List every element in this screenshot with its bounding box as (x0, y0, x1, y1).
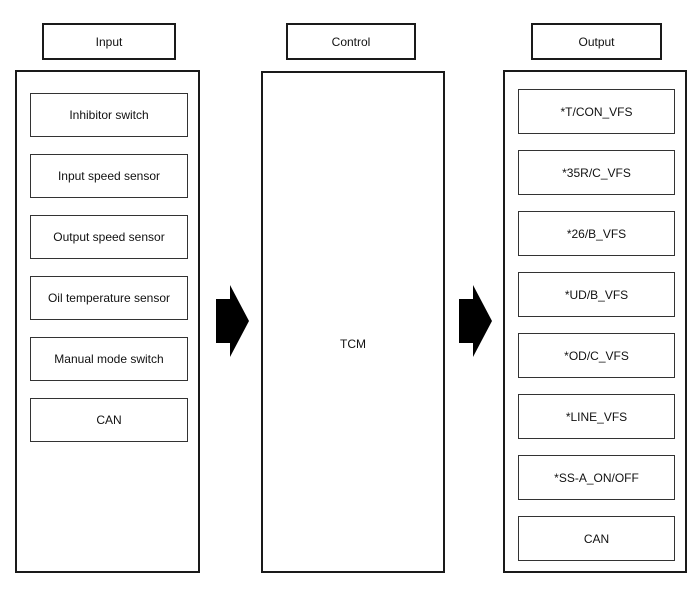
input-item-input-speed-sensor: Input speed sensor (30, 154, 188, 198)
input-item-oil-temperature-sensor: Oil temperature sensor (30, 276, 188, 320)
output-item-line-vfs: *LINE_VFS (518, 394, 675, 439)
output-item-odc-vfs: *OD/C_VFS (518, 333, 675, 378)
input-column-header: Input (42, 23, 176, 60)
control-unit-label: TCM (340, 337, 366, 351)
output-item-26b-vfs: *26/B_VFS (518, 211, 675, 256)
output-item-udb-vfs: *UD/B_VFS (518, 272, 675, 317)
output-item-ssa-onoff: *SS-A_ON/OFF (518, 455, 675, 500)
right-arrow-input-to-control-icon (216, 285, 249, 357)
control-column-header: Control (286, 23, 416, 60)
input-item-output-speed-sensor: Output speed sensor (30, 215, 188, 259)
input-column-panel (15, 70, 200, 573)
input-item-inhibitor-switch: Inhibitor switch (30, 93, 188, 137)
right-arrow-control-to-output-icon (459, 285, 492, 357)
control-column-panel (261, 71, 445, 573)
output-item-35rc-vfs: *35R/C_VFS (518, 150, 675, 195)
output-item-tcon-vfs: *T/CON_VFS (518, 89, 675, 134)
input-item-can: CAN (30, 398, 188, 442)
output-item-can: CAN (518, 516, 675, 561)
input-item-manual-mode-switch: Manual mode switch (30, 337, 188, 381)
output-column-header: Output (531, 23, 662, 60)
